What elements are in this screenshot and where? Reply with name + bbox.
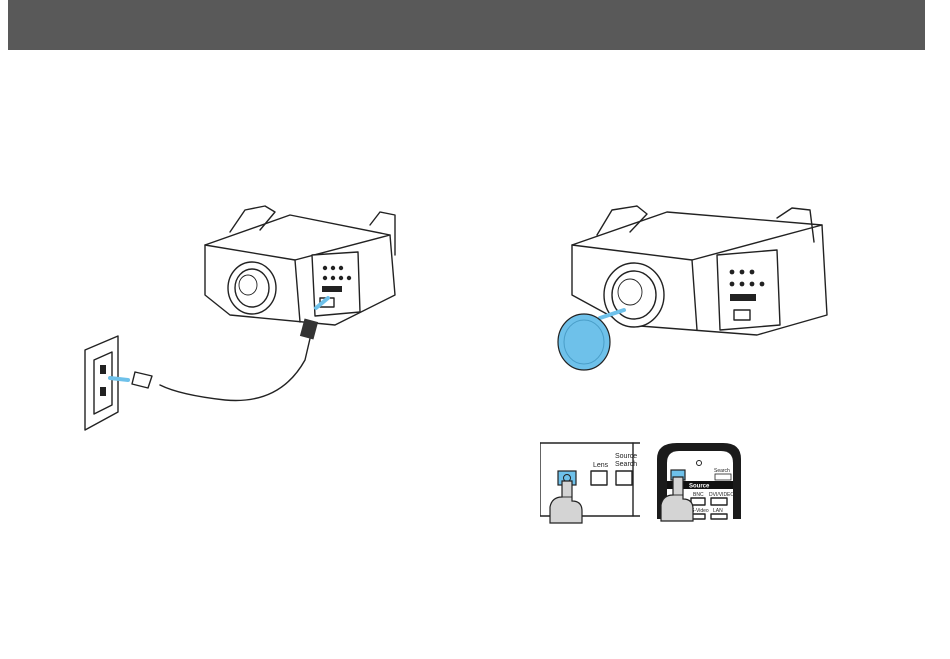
remote-dvi-label: DVI/VIDEO xyxy=(709,492,734,498)
remote-search-label: Search xyxy=(714,468,730,474)
remote-source-label: Source xyxy=(689,484,710,490)
source-search-button[interactable] xyxy=(616,471,632,485)
bnc-button[interactable] xyxy=(691,498,705,505)
finger-icon xyxy=(550,481,582,523)
remote-control-illustration: Search Source BNC DVI/VIDEO S-Video LAN xyxy=(655,441,750,541)
lens-cap-illustration xyxy=(552,200,837,380)
wall-outlet xyxy=(85,336,118,430)
control-panel-illustration: Lens Source Search xyxy=(540,441,640,541)
source-search-label-line1: Source xyxy=(615,453,637,460)
remote-svideo-label: S-Video xyxy=(691,508,709,514)
dvi-video-button[interactable] xyxy=(711,498,727,505)
lens-label: Lens xyxy=(593,462,609,469)
header-bar xyxy=(8,0,925,50)
lens-cap xyxy=(558,314,610,370)
projector-left xyxy=(205,206,395,325)
source-search-label-line2: Search xyxy=(615,461,637,468)
remote-lan-label: LAN xyxy=(713,508,723,514)
remote-bnc-label: BNC xyxy=(693,492,704,498)
power-connection-illustration xyxy=(80,200,410,435)
lens-button[interactable] xyxy=(591,471,607,485)
lan-button[interactable] xyxy=(711,514,727,519)
